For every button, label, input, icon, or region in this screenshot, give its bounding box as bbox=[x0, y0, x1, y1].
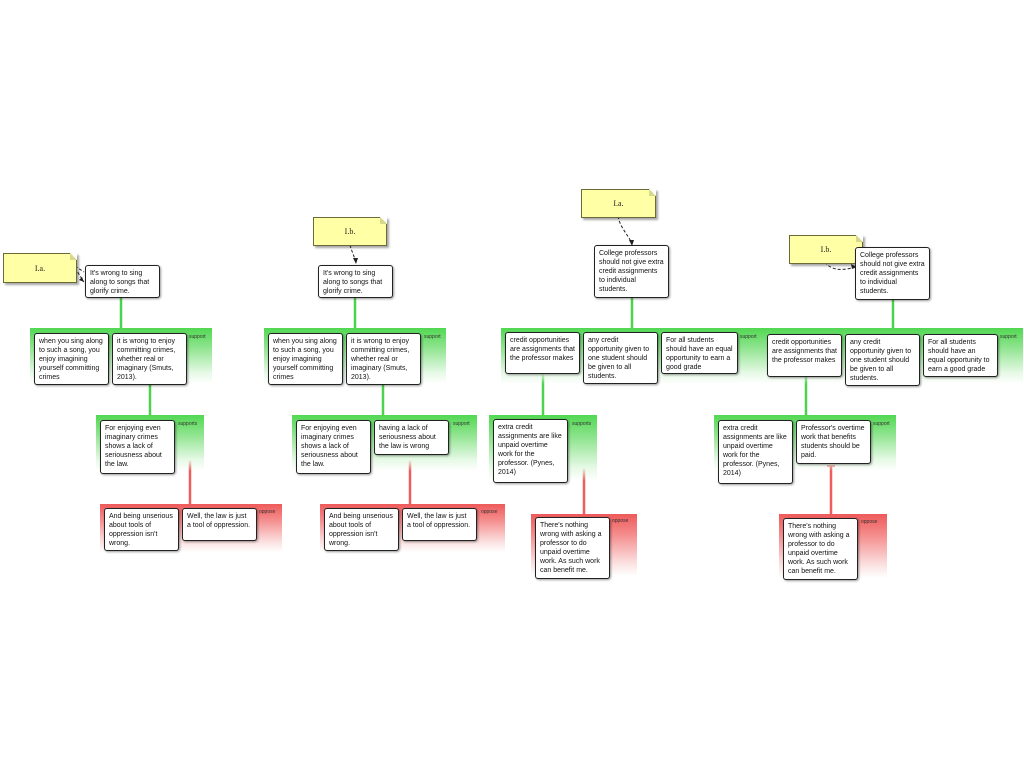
objection-box[interactable]: There's nothing wrong with asking a prof… bbox=[783, 518, 858, 580]
oppose-tag: oppose bbox=[259, 509, 276, 515]
support-tag: support bbox=[453, 421, 470, 427]
objection-box[interactable]: And being unserious about tools of oppre… bbox=[104, 508, 179, 551]
support-tag: support bbox=[740, 334, 757, 340]
objection-box[interactable]: Well, the law is just a tool of oppressi… bbox=[402, 508, 477, 541]
reason-box[interactable]: it is wrong to enjoy committing crimes, … bbox=[346, 333, 421, 385]
objection-box[interactable]: There's nothing wrong with asking a prof… bbox=[535, 517, 610, 579]
supports-tag: supports bbox=[572, 421, 592, 427]
reason-box[interactable]: extra credit assignments are like unpaid… bbox=[718, 420, 793, 484]
reason-box[interactable]: extra credit assignments are like unpaid… bbox=[493, 419, 568, 483]
note-ia[interactable]: I.a. bbox=[581, 189, 656, 218]
support-tag: support bbox=[189, 334, 206, 340]
support-tag: support bbox=[1000, 334, 1017, 340]
objection-box[interactable]: Well, the law is just a tool of oppressi… bbox=[182, 508, 257, 541]
support-tag: support bbox=[873, 421, 890, 427]
supports-tag: supports bbox=[178, 421, 198, 427]
note-label: I.b. bbox=[820, 245, 832, 254]
reason-box[interactable]: when you sing along to such a song, you … bbox=[34, 333, 109, 385]
oppose-tag: oppose bbox=[481, 509, 498, 515]
reason-box[interactable]: any credit opportunity given to one stud… bbox=[845, 334, 920, 386]
note-ia[interactable]: I.a. bbox=[3, 253, 77, 283]
note-label: I.a. bbox=[34, 263, 46, 273]
reason-box[interactable]: For all students should have an equal op… bbox=[661, 332, 738, 374]
reason-box[interactable]: credit opportunities are assignments tha… bbox=[505, 332, 580, 374]
reason-box[interactable]: having a lack of seriousness about the l… bbox=[374, 420, 449, 455]
reason-box[interactable]: any credit opportunity given to one stud… bbox=[583, 332, 658, 384]
note-ib[interactable]: I.b. bbox=[313, 217, 387, 246]
reason-box[interactable]: Professor's overtime work that benefits … bbox=[796, 420, 871, 464]
note-label: I.a. bbox=[613, 199, 624, 208]
oppose-tag: oppose bbox=[612, 518, 629, 524]
reason-box[interactable]: credit opportunities are assignments tha… bbox=[767, 334, 842, 377]
note-label: I.b. bbox=[344, 227, 356, 236]
reason-box[interactable]: For enjoying even imaginary crimes shows… bbox=[296, 420, 371, 474]
note-ib[interactable]: I.b. bbox=[789, 235, 863, 264]
support-tag: support bbox=[424, 334, 441, 340]
reason-box[interactable]: For all students should have an equal op… bbox=[923, 334, 998, 377]
claim-box[interactable]: It's wrong to sing along to songs that g… bbox=[318, 265, 393, 298]
reason-box[interactable]: For enjoying even imaginary crimes shows… bbox=[100, 420, 175, 474]
claim-box[interactable]: It's wrong to sing along to songs that g… bbox=[85, 265, 160, 298]
reason-box[interactable]: when you sing along to such a song, you … bbox=[268, 333, 343, 385]
oppose-tag: oppose bbox=[861, 519, 878, 525]
reason-box[interactable]: it is wrong to enjoy committing crimes, … bbox=[112, 333, 187, 385]
claim-box[interactable]: College professors should not give extra… bbox=[855, 247, 930, 300]
objection-box[interactable]: And being unserious about tools of oppre… bbox=[324, 508, 399, 551]
claim-box[interactable]: College professors should not give extra… bbox=[594, 245, 669, 298]
